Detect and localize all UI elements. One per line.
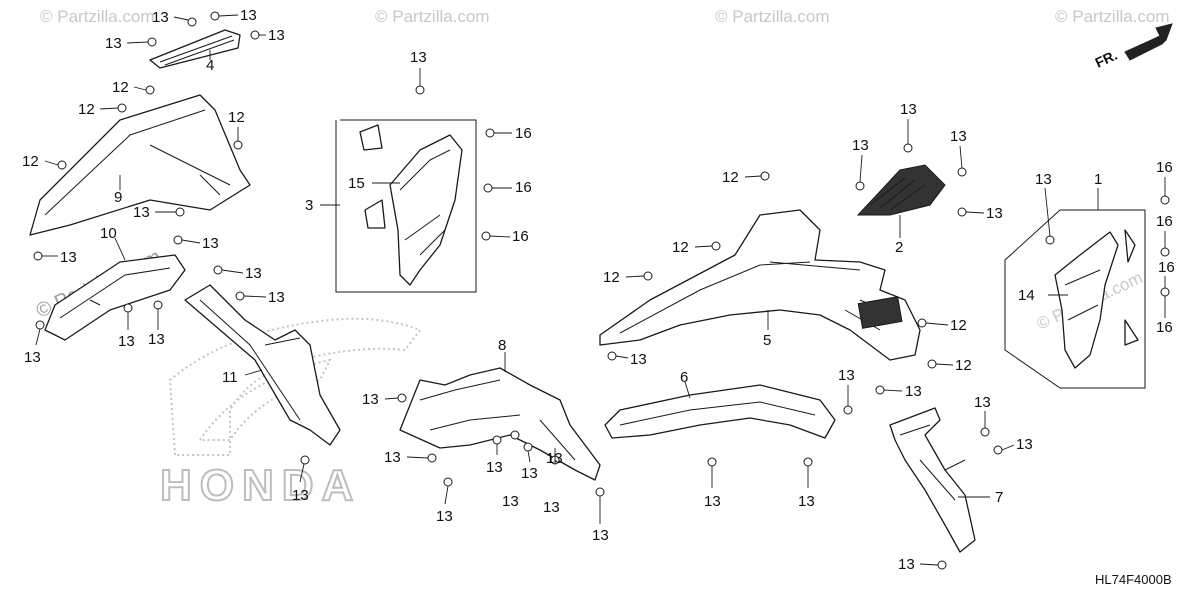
callout-13: 13 [798, 493, 815, 510]
callout-16: 16 [515, 125, 532, 142]
callout-13: 13 [118, 333, 135, 350]
callout-13: 13 [362, 391, 379, 408]
callout-15: 15 [348, 175, 365, 192]
callout-13: 13 [502, 493, 519, 510]
callout-11: 11 [222, 369, 238, 386]
part-5 [599, 209, 921, 361]
callout-3: 3 [305, 197, 313, 214]
callout-13: 13 [486, 459, 503, 476]
part-1 [1004, 188, 1146, 389]
callout-14: 14 [1018, 287, 1035, 304]
callout-13: 13 [152, 9, 169, 26]
callout-13: 13 [905, 383, 922, 400]
callout-13: 13 [202, 235, 219, 252]
front-arrow-icon [1124, 23, 1173, 61]
callout-13: 13 [543, 499, 560, 516]
callout-13: 13 [592, 527, 609, 544]
part-2 [856, 164, 946, 238]
direction-label: FR. [1093, 47, 1120, 71]
callout-9: 9 [114, 189, 122, 206]
leader-lines [35, 14, 1166, 566]
callout-12: 12 [955, 357, 972, 374]
watermark: © Partzilla.com [375, 7, 490, 26]
callout-16: 16 [1156, 159, 1173, 176]
part-11 [184, 284, 341, 446]
callout-13: 13 [838, 367, 855, 384]
callout-labels: 13 13 13 13 4 12 12 12 12 9 13 13 10 13 … [22, 7, 1175, 587]
callout-16: 16 [1156, 319, 1173, 336]
callout-13: 13 [240, 7, 257, 24]
part-10 [44, 237, 186, 341]
callout-2: 2 [895, 239, 903, 256]
callout-10: 10 [100, 225, 117, 242]
callout-13: 13 [521, 465, 538, 482]
callout-13: 13 [245, 265, 262, 282]
callout-12: 12 [603, 269, 620, 286]
callout-13: 13 [974, 394, 991, 411]
callout-12: 12 [228, 109, 245, 126]
part-6 [604, 381, 836, 439]
callout-13: 13 [268, 27, 285, 44]
callout-12: 12 [950, 317, 967, 334]
callout-13: 13 [986, 205, 1003, 222]
callout-13: 13 [900, 101, 917, 118]
callout-12: 12 [78, 101, 95, 118]
callout-6: 6 [680, 369, 688, 386]
callout-7: 7 [995, 489, 1003, 506]
callout-13: 13 [546, 450, 563, 467]
watermark: © Partzilla.com [1055, 7, 1170, 26]
callout-13: 13 [1035, 171, 1052, 188]
watermark: © Partzilla.com [40, 7, 155, 26]
callout-13: 13 [60, 249, 77, 266]
callout-13: 13 [133, 204, 150, 221]
callout-16: 16 [512, 228, 529, 245]
watermark: © Partzilla.com [715, 7, 830, 26]
callout-13: 13 [268, 289, 285, 306]
fasteners [33, 11, 1170, 570]
callout-13: 13 [852, 137, 869, 154]
part-7 [889, 407, 990, 553]
callout-16: 16 [1158, 259, 1175, 276]
brand-logo-text: HONDA [160, 461, 361, 510]
callout-16: 16 [515, 179, 532, 196]
callout-16: 16 [1156, 213, 1173, 230]
callout-12: 12 [112, 79, 129, 96]
callout-12: 12 [722, 169, 739, 186]
callout-13: 13 [148, 331, 165, 348]
callout-1: 1 [1094, 171, 1102, 188]
callout-13: 13 [898, 556, 915, 573]
callout-13: 13 [292, 487, 309, 504]
callout-13: 13 [704, 493, 721, 510]
callout-13: 13 [24, 349, 41, 366]
callout-4: 4 [206, 57, 214, 74]
part-8 [399, 352, 601, 481]
callout-5: 5 [763, 332, 771, 349]
callout-13: 13 [384, 449, 401, 466]
callout-8: 8 [498, 337, 506, 354]
callout-13: 13 [410, 49, 427, 66]
part-9 [29, 94, 251, 236]
callout-13: 13 [1016, 436, 1033, 453]
callout-13: 13 [105, 35, 122, 52]
callout-12: 12 [672, 239, 689, 256]
front-direction-indicator: FR. [1093, 23, 1173, 71]
callout-13: 13 [950, 128, 967, 145]
callout-13: 13 [630, 351, 647, 368]
diagram-code: HL74F4000B [1095, 572, 1172, 587]
part-3 [320, 119, 477, 293]
honda-wing-logo: HONDA [159, 317, 422, 511]
callout-12: 12 [22, 153, 39, 170]
callout-13: 13 [436, 508, 453, 525]
part-4 [149, 29, 241, 69]
